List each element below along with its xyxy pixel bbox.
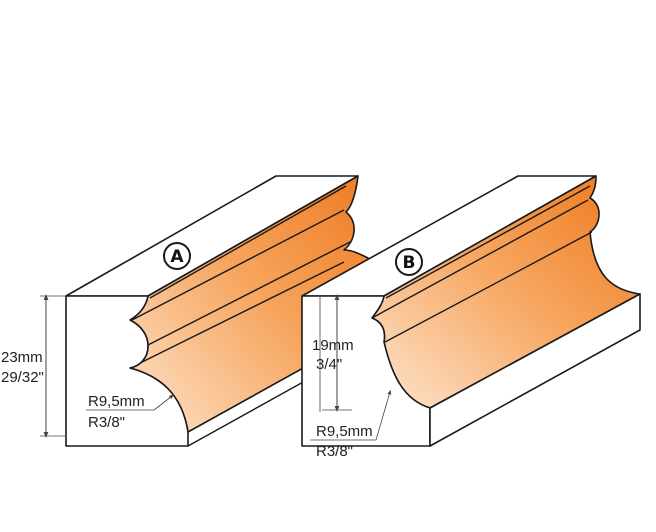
block-a-radius-mm: R9,5mm [88, 393, 145, 410]
block-a-radius-callout: R9,5mm R3/8" [86, 393, 174, 431]
block-b-height-in: 3/4" [316, 356, 342, 373]
block-b-height-mm: 19mm [312, 337, 354, 354]
block-a-profile-line-4 [129, 261, 345, 369]
badge-b: B [395, 248, 423, 276]
block-b-side-face [429, 293, 641, 447]
badge-b-label: B [403, 253, 416, 273]
block-b-profile-line-1 [385, 185, 591, 299]
block-a-radius-in: R3/8" [88, 414, 125, 431]
block-a-profile-line-3 [147, 241, 351, 346]
block-a-height-mm: 23mm [1, 349, 43, 366]
block-b-profile-line-2 [371, 199, 589, 319]
block-b-radius-mm: R9,5mm [316, 423, 373, 440]
block-a-height-dimension: 23mm 29/32" [1, 294, 66, 438]
block-b-front-face [301, 295, 431, 447]
block-a-profile-line-1 [149, 185, 347, 299]
block-a-profile-line-2 [131, 209, 345, 321]
block-a-front-face [65, 295, 189, 447]
badge-a: A [163, 242, 191, 270]
block-b-radius-in: R3/8" [316, 443, 353, 460]
block-b-profile-line-3 [384, 231, 593, 343]
block-b: B 19mm 3/4" R9,5mm R3/8" [301, 175, 641, 460]
block-a-height-in: 29/32" [1, 369, 44, 386]
block-b-radius-callout: R9,5mm R3/8" [310, 389, 392, 460]
badge-a-label: A [170, 247, 184, 267]
block-b-height-dimension: 19mm 3/4" [312, 294, 354, 412]
